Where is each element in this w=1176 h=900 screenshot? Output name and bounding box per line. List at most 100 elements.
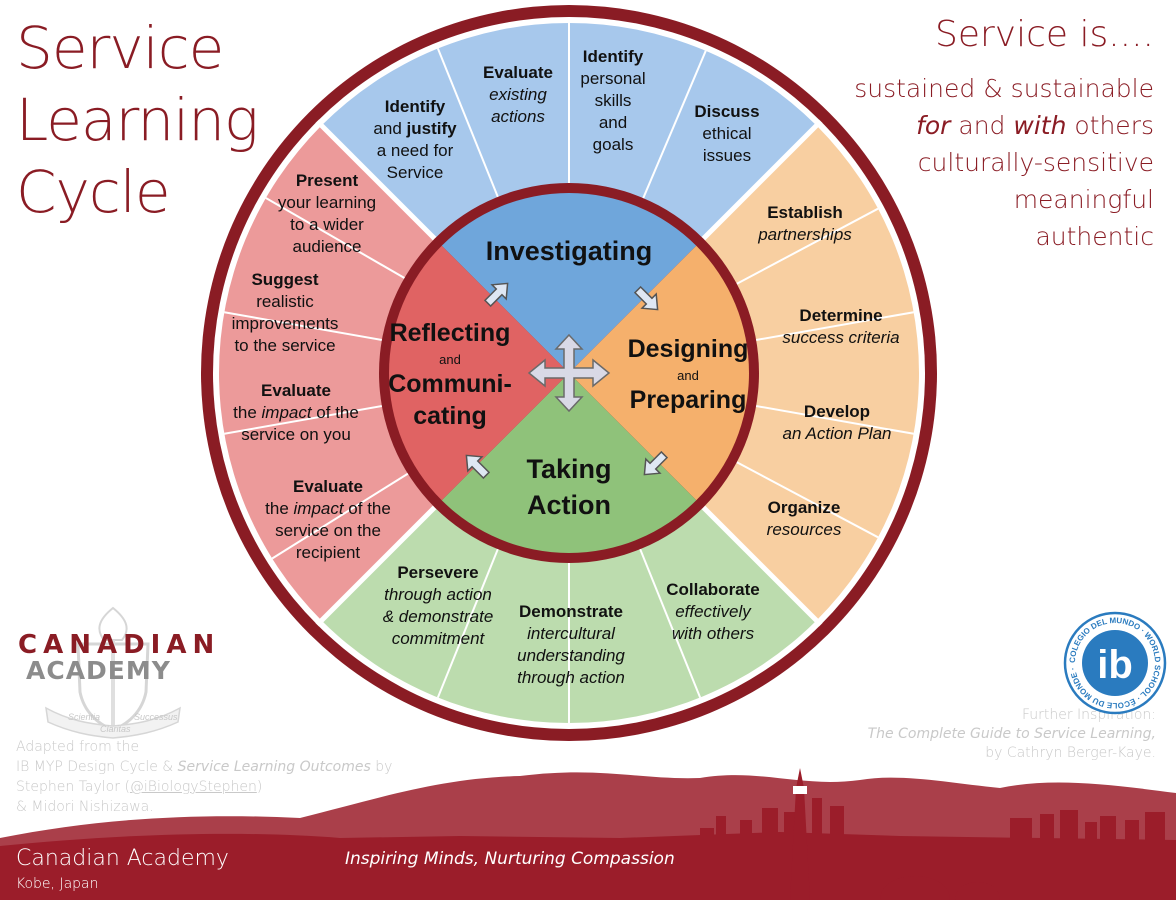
crest-motto-3: Successus	[134, 712, 178, 722]
service-quality-2: for and with others	[916, 111, 1154, 140]
credit-line-2: IB MYP Design Cycle & Service Learning O…	[16, 757, 392, 777]
arrow-up-right-icon	[483, 282, 509, 308]
quadrant-divider	[694, 119, 823, 248]
step-divider	[635, 539, 702, 698]
step-divider	[746, 403, 914, 435]
logo-word-canadian: CANADIAN	[18, 630, 221, 660]
phase-investigating: Investigating	[486, 236, 653, 266]
step-divider	[727, 456, 879, 539]
service-quality-1: sustained & sustainable	[854, 74, 1154, 103]
investigating-sector	[441, 193, 697, 373]
building	[1060, 810, 1078, 900]
service-quality-3: culturally-sensitive	[917, 148, 1154, 177]
title-line-1: Service	[16, 14, 224, 82]
phase-reflecting: Reflecting	[390, 319, 511, 347]
crest-motto-1: Scientia	[68, 712, 100, 722]
credit-title: Service Learning Outcomes	[177, 759, 371, 775]
title-line-2: Learning	[16, 86, 259, 154]
building	[700, 828, 714, 900]
arrow-up-left-icon	[465, 454, 491, 480]
credit-line-3: Stephen Taylor (@iBiologyStephen)	[16, 777, 392, 797]
building	[762, 808, 778, 900]
reflecting-sector	[389, 245, 569, 501]
building	[716, 816, 726, 900]
service-quality-4: meaningful	[1013, 185, 1154, 214]
phase-designing: Designing	[628, 335, 749, 363]
step-divider	[727, 207, 879, 290]
city-base	[0, 832, 1176, 900]
inspiration-line-2: The Complete Guide to Service Learning,	[868, 725, 1156, 744]
crest-motto-2: Claritas	[100, 724, 131, 734]
twitter-link[interactable]: @iBiologyStephen	[129, 779, 257, 795]
phase-communi: Communi-	[388, 370, 512, 398]
dome-building	[955, 882, 1000, 900]
logo-word-academy: ACADEMY	[26, 656, 171, 685]
arrow-down-left-icon	[643, 450, 669, 476]
step-divider	[224, 311, 392, 343]
footer-motto: Inspiring Minds, Nurturing Compassion	[345, 849, 675, 869]
tower-window	[793, 786, 807, 794]
phase-designing-and: and	[677, 368, 699, 383]
inspiration-line-3: by Cathryn Berger-Kaye.	[985, 745, 1156, 761]
step-divider	[436, 48, 503, 207]
credit-text: )	[256, 779, 263, 795]
credit-text: IB MYP Design Cycle &	[16, 759, 178, 775]
building	[1125, 820, 1139, 900]
building	[740, 820, 752, 900]
designing-sector	[569, 245, 749, 501]
phase-preparing: Preparing	[630, 386, 747, 414]
footer-location: Kobe, Japan	[16, 876, 99, 892]
port-tower	[790, 768, 810, 900]
step-divider	[638, 50, 707, 208]
dome-building	[880, 876, 950, 900]
service-quality-5: authentic	[1035, 222, 1154, 251]
kobe-skyline-footer	[0, 768, 1176, 900]
adaptation-credit: Adapted from the IB MYP Design Cycle & S…	[16, 737, 392, 817]
designing-outer	[696, 125, 919, 621]
service-is-heading: Service is....	[934, 14, 1154, 55]
building	[812, 798, 822, 900]
step-divider	[436, 539, 503, 698]
building	[1100, 816, 1116, 900]
reflecting-outer	[219, 125, 442, 621]
quadrant-divider	[315, 119, 444, 248]
step-divider	[746, 311, 914, 343]
phase-taking: Taking	[526, 454, 611, 484]
building	[1040, 814, 1054, 900]
credit-line-1: Adapted from the	[16, 739, 140, 755]
step-divider	[265, 197, 414, 284]
ib-mark: ib	[1097, 643, 1133, 687]
building	[830, 806, 844, 900]
step-divider	[271, 467, 417, 560]
building	[1145, 812, 1165, 900]
phase-cating: cating	[413, 402, 487, 430]
credit-line-4: & Midori Nishizawa.	[16, 799, 154, 815]
canadian-academy-logo: Scientia Claritas Successus CANADIAN ACA…	[16, 600, 214, 740]
credit-text: by	[370, 759, 393, 775]
crest-icon: Scientia Claritas Successus	[45, 606, 181, 739]
four-way-arrow-icon	[527, 333, 611, 413]
footer-school-name: Canadian Academy	[16, 846, 229, 871]
service-qualities-list: sustained & sustainable for and with othe…	[794, 70, 1154, 255]
book-title: The Complete Guide to Service Learning,	[867, 726, 1156, 742]
title-line-3: Cycle	[16, 158, 171, 226]
poster-title: Service Learning Cycle	[16, 12, 259, 228]
building	[1010, 818, 1032, 900]
credit-text: Stephen Taylor (	[16, 779, 130, 795]
phase-action: Action	[527, 490, 611, 520]
arrow-down-right-icon	[633, 285, 659, 311]
